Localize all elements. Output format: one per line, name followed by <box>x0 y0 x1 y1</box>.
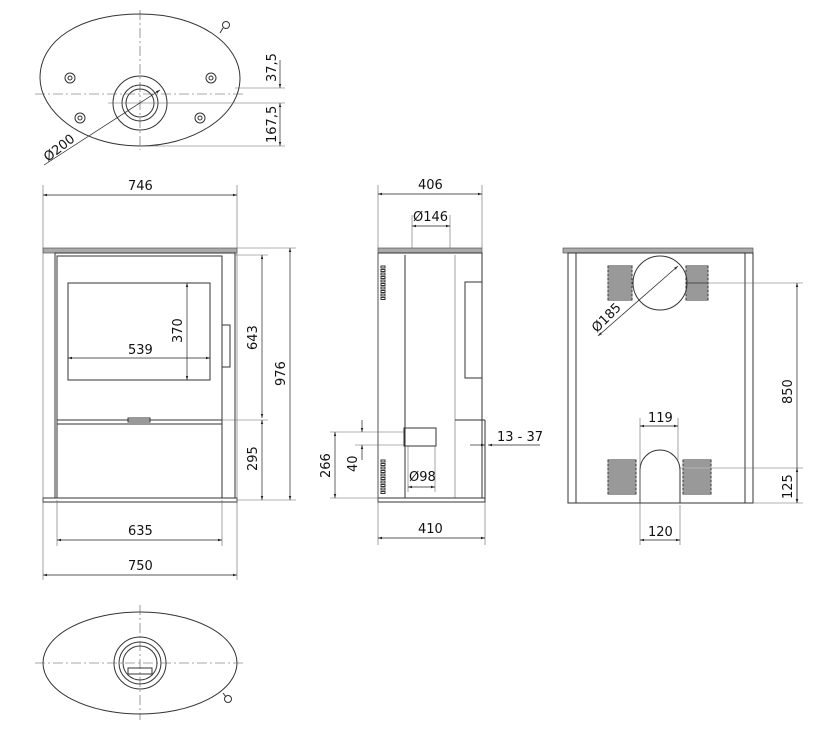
dim-arch-height: 125 <box>781 474 796 499</box>
dim-top-width: 746 <box>128 179 153 194</box>
vent-slot <box>380 466 386 470</box>
foot-icon <box>74 112 86 124</box>
vent-slot <box>607 265 633 269</box>
vent-slot <box>682 483 712 487</box>
vent-slot <box>685 273 709 277</box>
dim-arch-width-bottom: 120 <box>648 525 673 540</box>
vent-slot <box>607 467 637 471</box>
vent-slot <box>607 269 633 273</box>
vent-slot <box>682 459 712 463</box>
vent-slot <box>380 269 386 272</box>
vent-slot <box>682 471 712 475</box>
rear-flue-outlet <box>632 255 688 311</box>
dim-glass-width: 539 <box>128 343 153 358</box>
vent-slot <box>682 491 712 495</box>
dim-flue-offset: 37,5 <box>265 53 280 82</box>
vent-slot <box>380 283 386 286</box>
vent-slot <box>607 463 637 467</box>
vent-slot <box>380 297 386 300</box>
vent-slot <box>607 479 637 483</box>
vent-slot <box>607 281 633 285</box>
vent-slot <box>607 285 633 289</box>
dim-lower-height: 295 <box>246 446 261 471</box>
dim-top-depth: 406 <box>418 178 443 193</box>
handle-icon <box>221 324 231 368</box>
vent-slot <box>380 276 386 279</box>
dim-flue-diameter: Ø200 <box>41 132 78 165</box>
vent-slot <box>607 459 637 463</box>
foot-icon <box>205 72 217 84</box>
dim-adjust-range: 13 - 37 <box>497 430 543 445</box>
vent-slot <box>607 483 637 487</box>
dim-flue-to-back: 167,5 <box>265 106 280 143</box>
dim-flue-diameter-side: Ø146 <box>413 210 448 225</box>
vent-slot <box>682 487 712 491</box>
vent-slot <box>380 265 386 269</box>
vent-slot <box>380 293 386 297</box>
dim-glass-height: 370 <box>171 318 186 343</box>
vent-slot <box>380 477 386 480</box>
dim-rear-flue-diameter: Ø185 <box>589 300 624 335</box>
vent-slot <box>380 484 386 487</box>
back-view: Ø185 850 125 119 120 <box>562 247 803 545</box>
side-view: 406 Ø146 266 40 Ø98 13 - 37 410 <box>319 178 543 545</box>
bottom-view <box>35 605 245 720</box>
dim-rear-flue-height: 850 <box>781 379 796 404</box>
vent-slot <box>607 471 637 475</box>
vent-slot <box>685 265 709 269</box>
vent-slot <box>607 293 633 297</box>
dim-base-width: 750 <box>128 559 153 574</box>
vent-slot <box>685 285 709 289</box>
vent-slot <box>380 487 386 491</box>
vent-slot <box>685 289 709 293</box>
vent-slot <box>607 487 637 491</box>
front-view: 746 539 370 643 976 295 635 750 <box>42 179 296 580</box>
vent-slot <box>380 491 386 494</box>
vent-slot <box>682 463 712 467</box>
dim-inner-base-width: 635 <box>128 524 153 539</box>
dim-total-height: 976 <box>274 361 289 386</box>
vent-slot <box>685 293 709 297</box>
vent-slot <box>380 279 386 283</box>
vent-slot <box>380 272 386 276</box>
dim-air-inlet-diameter: Ø98 <box>409 470 436 485</box>
vent-slot <box>607 297 633 301</box>
vent-slot <box>607 289 633 293</box>
vent-slot <box>685 277 709 281</box>
dim-base-depth: 410 <box>418 522 443 537</box>
vent-slot <box>380 473 386 477</box>
vent-slot <box>685 269 709 273</box>
vent-slot <box>380 459 386 463</box>
dim-air-inlet-offset: 40 <box>346 455 361 472</box>
vent-slot <box>607 491 637 495</box>
vent-slot <box>682 479 712 483</box>
dim-door-height: 643 <box>246 325 261 350</box>
vent-slot <box>685 297 709 301</box>
vent-slot <box>607 273 633 277</box>
vent-slot <box>380 470 386 473</box>
vent-slot <box>380 286 386 290</box>
dim-arch-width-top: 119 <box>648 411 673 426</box>
vent-slot <box>380 463 386 466</box>
top-view: 37,5 167,5 Ø200 <box>35 10 285 166</box>
vent-slot <box>380 480 386 484</box>
foot-icon <box>194 112 206 124</box>
vent-slot <box>607 475 637 479</box>
foot-icon <box>64 72 76 84</box>
vent-slot <box>682 475 712 479</box>
dim-air-inlet-height: 266 <box>319 453 334 478</box>
vent-slot <box>607 277 633 281</box>
vent-slot <box>380 290 386 293</box>
